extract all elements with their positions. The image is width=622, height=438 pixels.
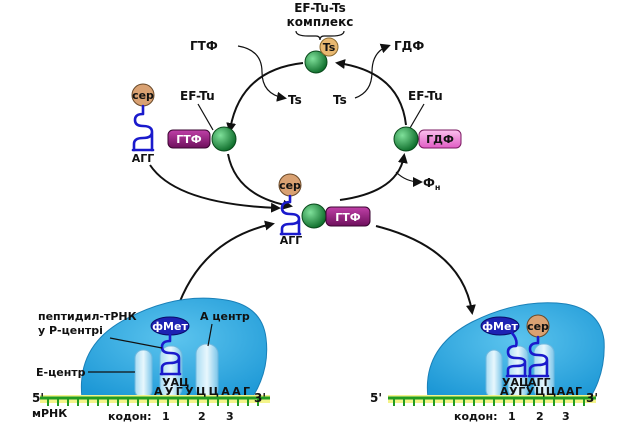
codon-label-right-row: кодон: — [454, 410, 497, 423]
phosphate-label: Фн — [423, 176, 440, 192]
mrna-label: мРНК — [32, 407, 67, 420]
ts-in-label: Ts — [333, 93, 347, 107]
arrow-ts-gdp-exchange — [354, 43, 391, 99]
five-prime-left: 5' — [32, 391, 44, 405]
a-center-label: А центр — [200, 310, 250, 323]
ser-label-center: сер — [279, 179, 301, 192]
ribosome-right — [388, 302, 605, 406]
codon-num-1-left: 1 — [162, 410, 170, 423]
gdp-out-label: ГДФ — [394, 39, 424, 53]
arrow-eftu-gdp-to-complex — [335, 59, 407, 126]
trna-left-shape — [132, 104, 154, 152]
ser-trna-right: сер — [526, 314, 550, 378]
complex-label-line1: EF-Tu-Ts — [294, 1, 346, 15]
five-prime-right: 5' — [370, 391, 382, 405]
eftu-label-left: EF-Tu — [180, 89, 215, 103]
ef-tu-in-complex — [304, 50, 328, 74]
peptidyl-pointer — [109, 337, 163, 349]
complex-brace — [295, 30, 345, 41]
gtp-box-center-label: ГТФ — [335, 211, 361, 224]
gtp-in-label: ГТФ — [190, 39, 218, 53]
gtp-box-left — [167, 129, 211, 149]
gtp-box-left-label: ГТФ — [176, 133, 202, 146]
codon-num-2-right: 2 — [536, 410, 544, 423]
gtp-box-center — [325, 206, 371, 227]
e-site-cylinder — [134, 349, 153, 399]
eftu-label-right: EF-Tu — [408, 89, 443, 103]
codon-num-1-right: 1 — [508, 410, 516, 423]
fmet-label-right: фМет — [482, 320, 518, 333]
gdp-box-right-label: ГДФ — [426, 133, 454, 146]
codon-label-center: АГГ — [280, 234, 303, 247]
eftu-ball-right — [393, 126, 419, 152]
codon-num-2-left: 2 — [198, 410, 206, 423]
arrow-ternary-to-eftu-gdp — [339, 153, 408, 201]
fmet-trna-right: фМет — [480, 316, 528, 378]
arrow-gtp-ts-exchange — [237, 45, 287, 102]
e-center-label: Е-центр — [36, 366, 86, 379]
peptidyl-label-line2: у Р-центрі — [38, 324, 103, 337]
mrna-seq-right: АУГУЦЦААГ — [500, 385, 582, 398]
three-prime-left: 3' — [254, 391, 266, 405]
trna-p-right — [506, 331, 527, 378]
mrna-ticks-right — [393, 398, 585, 406]
arrow-complex-to-eftu-gtp — [226, 62, 304, 133]
ribosome-left — [40, 297, 270, 406]
fmet-label-left: фМет — [152, 320, 188, 333]
eftu-ball-left — [211, 126, 237, 152]
three-prime-right: 3' — [586, 391, 598, 405]
ef-tu-ts-complex: EF-Tu-Ts комплекс Ts — [287, 1, 354, 74]
codon-label-left: АГГ — [132, 152, 155, 165]
ts-out-label: Ts — [288, 93, 302, 107]
fmet-ball-right — [480, 316, 520, 336]
trna-a-right — [528, 335, 549, 378]
anticodon-label-left: УАЦ — [162, 376, 189, 389]
gdp-box-right — [418, 129, 462, 149]
mrna-seq-left: АУГУЦЦААГ — [154, 385, 250, 398]
peptidyl-label-line1: пептидил-тРНК — [38, 310, 137, 323]
ts-ball — [319, 37, 339, 57]
trna-center-shape — [280, 194, 301, 236]
a-center-pointer — [207, 323, 213, 347]
ser-label-left: сер — [132, 89, 154, 102]
trna-p-left — [160, 333, 181, 376]
arrow-phosphate — [395, 171, 423, 187]
mrna-ticks-left — [47, 398, 259, 406]
codon-label-left-row: кодон: — [108, 410, 151, 423]
codon-num-3-right: 3 — [562, 410, 570, 423]
ser-label-right: сер — [527, 320, 549, 333]
complex-label-line2: комплекс — [287, 15, 354, 29]
arrow-ribosome1-to-ternary — [175, 220, 275, 313]
fmet-trna-left: фМет — [150, 316, 190, 376]
ts-ball-label: Ts — [323, 41, 336, 54]
codon-num-3-left: 3 — [226, 410, 234, 423]
ser-trna-left: сер АГГ — [131, 83, 155, 165]
eftu-pointer-right — [409, 103, 425, 129]
anticodon-label-right-2: АГГ — [528, 376, 551, 389]
arrow-trna-to-ternary — [149, 164, 281, 213]
arrow-ternary-to-ribosome2 — [375, 225, 476, 315]
eftu-ball-center — [301, 203, 327, 229]
anticodon-label-right-1: УАЦ — [502, 376, 529, 389]
eftu-pointer-left — [197, 103, 214, 131]
ternary-complex: сер АГГ ГТФ — [278, 173, 371, 247]
